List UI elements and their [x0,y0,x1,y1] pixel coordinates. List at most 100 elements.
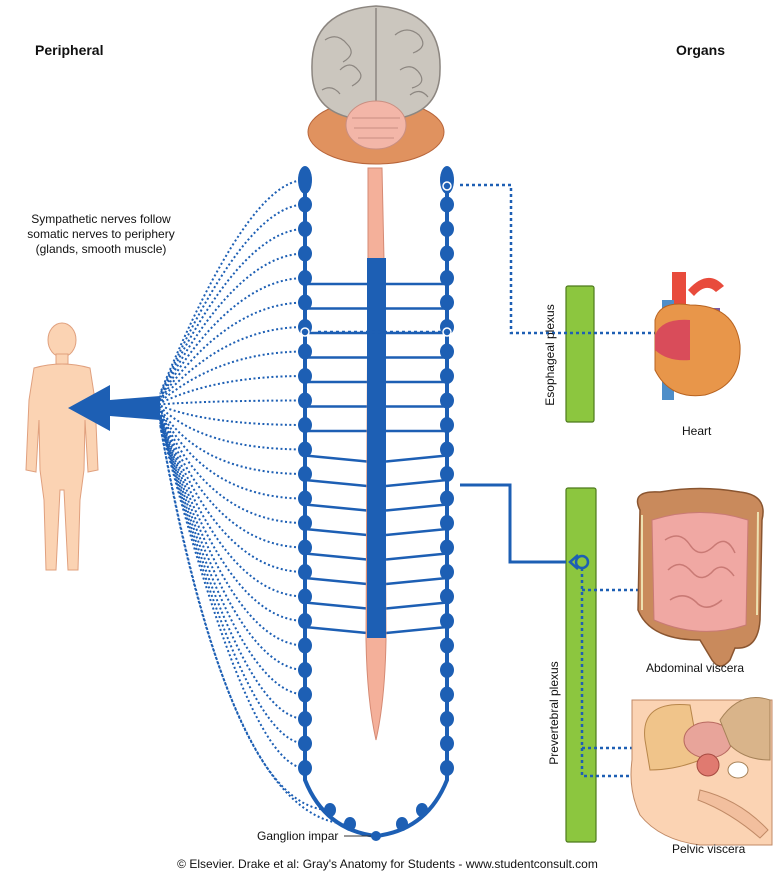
fan-dotted-line [160,278,305,398]
ramus-left [305,627,367,633]
ganglion-left [298,760,312,776]
annotation-line-1: Sympathetic nerves follow [0,212,202,227]
ganglion-left [298,613,312,629]
fan-dotted-line [160,352,305,403]
ganglion-right [440,638,454,654]
ramus-left [305,554,367,560]
ganglion-left [298,295,312,311]
ramus-right [386,627,447,633]
ganglion-right [440,711,454,727]
ganglion-left [298,662,312,678]
ganglion-right [440,295,454,311]
ramus-left [305,529,367,535]
ganglion-right [440,246,454,262]
ganglion-right [440,515,454,531]
ganglion-right [440,221,454,237]
pelvic-viscera-label: Pelvic viscera [672,842,745,856]
human-figure [26,323,98,570]
ganglion-left [298,270,312,286]
ganglion-right [440,270,454,286]
ramus-left [305,505,367,511]
fan-dotted-line [160,424,350,824]
ganglion-left [298,540,312,556]
ganglion-left [298,589,312,605]
abdominal-viscera-label: Abdominal viscera [646,661,744,675]
ganglion-right [440,466,454,482]
ganglion-right [440,319,454,335]
ganglion-left [298,442,312,458]
ramus-right [386,529,447,535]
ganglion-right [440,197,454,213]
ganglion-right [440,760,454,776]
sympathetic-annotation: Sympathetic nerves follow somatic nerves… [0,212,202,257]
ganglion-right [440,442,454,458]
ganglion-impar [371,831,381,841]
prevertebral-ganglion [576,556,588,568]
esophageal-plexus-bar [566,286,594,422]
ganglion-left [298,466,312,482]
organs-heading: Organs [676,42,725,58]
ganglion-right [440,662,454,678]
ganglion-left [298,736,312,752]
prevertebral-plexus-label: Prevertebral plexus [547,649,561,777]
fan-dotted-line [160,406,305,425]
ganglion-left [298,197,312,213]
ramus-left [305,456,367,462]
ramus-left [305,578,367,584]
ganglion-right [440,589,454,605]
ganglion-right [440,736,454,752]
ganglion-left [298,221,312,237]
peripheral-nerve-fan [160,180,350,824]
ganglion-right [440,491,454,507]
fan-dotted-line [160,412,305,548]
ganglion-left [298,344,312,360]
splanchnic-nerve [460,485,566,562]
ganglion-left [298,368,312,384]
annotation-line-3: (glands, smooth muscle) [0,242,202,257]
ganglion-left [298,687,312,703]
ganglion-tail [324,803,336,817]
fan-dotted-line [160,421,305,743]
fan-dotted-line [160,422,305,768]
fan-dotted-line [160,401,305,405]
pelvic-viscera-illustration [631,698,772,846]
spinal-cord [366,168,386,740]
ganglion-left [298,711,312,727]
ganglion-right [440,687,454,703]
ramus-right [386,578,447,584]
ganglion-right [440,417,454,433]
fan-dotted-line [160,418,305,670]
ramus-right [386,480,447,486]
ganglion-left [298,319,312,335]
ramus-right [386,456,447,462]
fan-dotted-line [160,408,305,474]
ganglion-left [298,491,312,507]
ganglion-left [298,393,312,409]
brain [308,6,444,164]
copyright-credit: © Elsevier. Drake et al: Gray's Anatomy … [0,857,775,871]
ramus-left [305,603,367,609]
esophageal-plexus-label: Esophageal plexus [543,295,557,415]
fan-dotted-line [160,413,305,572]
peripheral-heading: Peripheral [35,42,103,58]
ganglion-impar-label: Ganglion impar [257,829,338,843]
ganglion-right [440,564,454,580]
fan-dotted-line [160,327,305,401]
annotation-line-2: somatic nerves to periphery [0,227,202,242]
ganglion-tail [344,817,356,831]
ganglion-left [298,166,312,194]
fan-dotted-line [160,303,305,400]
ganglion-left [298,515,312,531]
ramus-right [386,603,447,609]
ganglion-left [298,417,312,433]
ganglion-left [298,564,312,580]
heart-label: Heart [682,424,711,438]
ganglion-right [440,344,454,360]
ganglion-right [440,393,454,409]
fan-dotted-line [160,376,305,403]
ganglion-tail [416,803,428,817]
ganglion-left [298,246,312,262]
ganglion-right [440,368,454,384]
ganglion-left [298,638,312,654]
